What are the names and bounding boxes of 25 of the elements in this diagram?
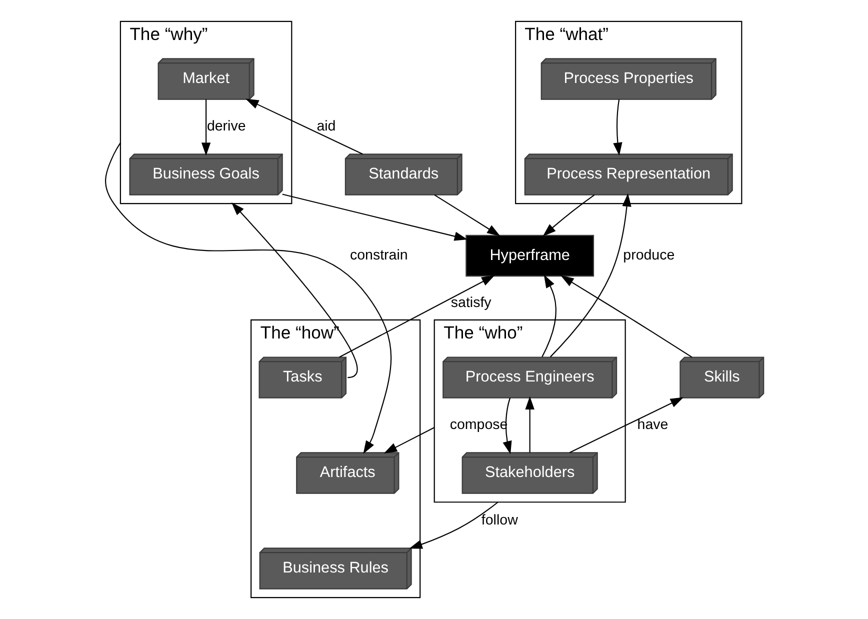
- arrow: [408, 502, 498, 549]
- arrow: [434, 194, 500, 236]
- edge-label: constrain: [350, 247, 408, 264]
- arrow: [230, 202, 358, 378]
- node-box: Hyperframe: [465, 234, 594, 277]
- arrow: [542, 194, 594, 236]
- arrow: [338, 275, 494, 358]
- edge-label: derive: [206, 118, 246, 134]
- edge-label: produce: [622, 247, 674, 264]
- arrow: [524, 396, 534, 453]
- arrow: [200, 99, 210, 156]
- arrow: [104, 142, 392, 454]
- edge-label: satisfy: [450, 295, 491, 312]
- arrow: [549, 193, 631, 358]
- arrow: [541, 274, 556, 358]
- arrow: [244, 98, 362, 155]
- edge-label: follow: [480, 512, 518, 529]
- arrow: [612, 99, 622, 156]
- arrow: [282, 194, 468, 241]
- arrow: [502, 398, 512, 454]
- edge-label: aid: [316, 118, 336, 134]
- arrow: [568, 397, 684, 454]
- arrow: [560, 275, 692, 358]
- arrow: [383, 427, 434, 454]
- edge-label: have: [636, 417, 668, 434]
